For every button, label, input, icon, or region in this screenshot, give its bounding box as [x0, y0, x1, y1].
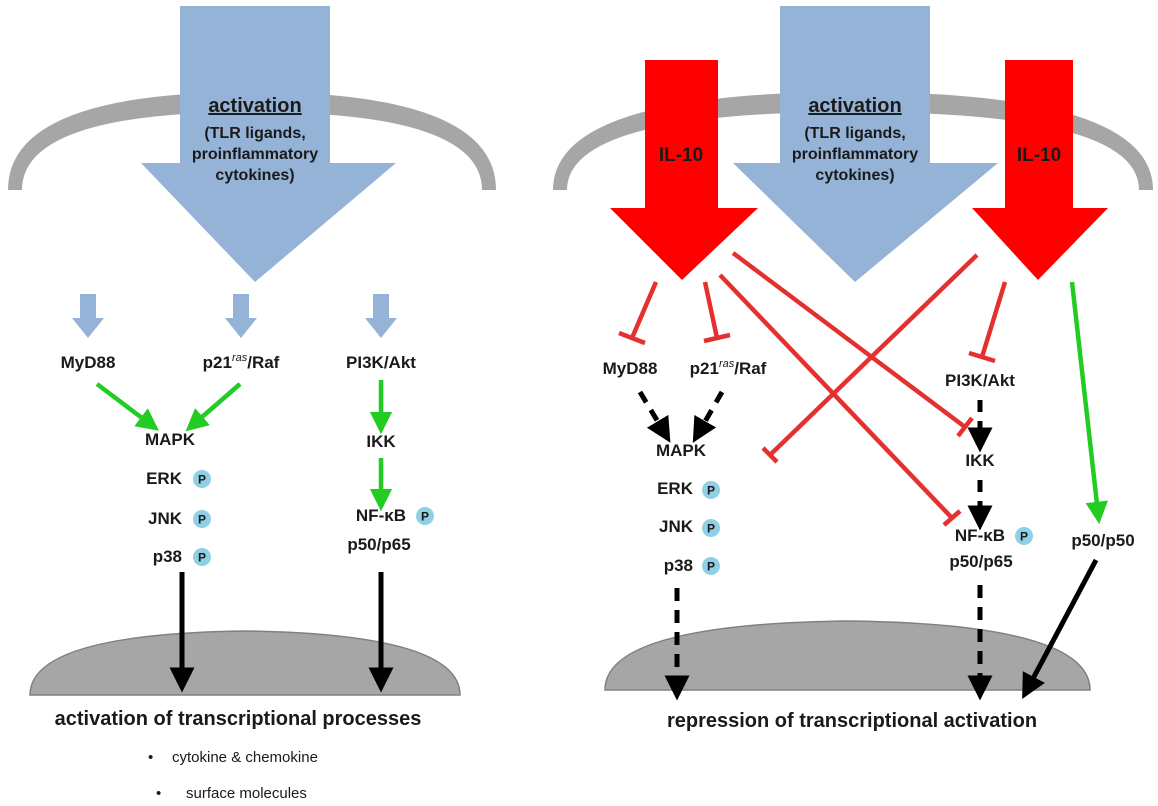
phospho-badge: P [702, 557, 720, 575]
pi3k-akt-label: PI3K/Akt [945, 371, 1015, 390]
inhibitory-edge [618, 281, 659, 346]
activating-edge [95, 382, 159, 431]
phospho-badge: P [193, 510, 211, 528]
bullet-icon: • [148, 749, 153, 766]
p38-label: p38 [664, 556, 693, 575]
cell-membrane [8, 92, 496, 190]
inhibitory-edge [702, 281, 731, 344]
p50-p65-label: p50/p65 [949, 552, 1012, 571]
nfkb-label: NF-κB [356, 506, 406, 525]
phospho-badge: P [416, 507, 434, 525]
activation-subtitle-line: (TLR ligands, [204, 125, 305, 142]
inhibitory-edge [718, 273, 962, 527]
mapk-label: MAPK [145, 430, 196, 449]
p21-raf-label: p21ras/Raf [203, 352, 280, 372]
svg-text:P: P [707, 484, 715, 498]
svg-text:P: P [707, 560, 715, 574]
svg-text:P: P [707, 522, 715, 536]
small-activation-arrow [365, 294, 397, 338]
dashed-activating-edge [637, 390, 671, 443]
erk-label: ERK [657, 479, 694, 498]
svg-text:P: P [1020, 530, 1028, 544]
mapk-label: MAPK [656, 441, 707, 460]
activation-arrow [141, 6, 396, 282]
pi3k-akt-label: PI3K/Akt [346, 353, 416, 372]
p50-p65-label: p50/p65 [347, 535, 410, 554]
activation-title: activation [208, 95, 301, 117]
il10-label: IL-10 [1017, 145, 1061, 166]
p38-label: p38 [153, 547, 182, 566]
jnk-label: JNK [659, 517, 694, 536]
small-activation-arrow [225, 294, 257, 338]
bullet-icon: • [156, 785, 161, 802]
jnk-label: JNK [148, 509, 183, 528]
il10-arrow [610, 60, 758, 280]
myd88-label: MyD88 [61, 353, 116, 372]
inhibitory-edge [968, 281, 1008, 364]
activating-edge [1069, 281, 1108, 525]
inhibitory-edge [731, 251, 974, 438]
inhibitory-edges [618, 251, 1008, 527]
phospho-badge: P [193, 470, 211, 488]
activation-title: activation [808, 95, 901, 117]
dashed-edges [637, 390, 993, 531]
myd88-label: MyD88 [603, 359, 658, 378]
outcome-label: repression of transcriptional activation [667, 710, 1037, 732]
left-panel: activation (TLR ligands, proinflammatory… [8, 6, 496, 802]
bullet-item: surface molecules [186, 785, 307, 802]
ikk-label: IKK [366, 432, 396, 451]
inhibitory-edge [761, 253, 979, 464]
nucleus [29, 630, 461, 696]
svg-text:P: P [198, 551, 206, 565]
dashed-nuclear-arrows [664, 585, 993, 701]
phospho-badge: P [702, 481, 720, 499]
phospho-badge: P [702, 519, 720, 537]
dashed-activating-edge [692, 390, 725, 443]
svg-text:P: P [421, 510, 429, 524]
ikk-label: IKK [965, 451, 995, 470]
phospho-badge: P [1015, 527, 1033, 545]
outcome-label: activation of transcriptional processes [55, 708, 422, 730]
activation-subtitle-line: (TLR ligands, [804, 125, 905, 142]
phospho-badge: P [193, 548, 211, 566]
activation-subtitle-line: cytokines) [815, 167, 894, 184]
svg-text:P: P [198, 473, 206, 487]
activation-subtitle-line: proinflammatory [192, 146, 318, 163]
activating-edge [185, 382, 242, 432]
nuclear-translocation-arrow [1022, 558, 1099, 700]
p21-raf-label: p21ras/Raf [690, 358, 767, 378]
activation-arrow [733, 6, 998, 282]
il10-arrow [972, 60, 1108, 280]
small-activation-arrow [72, 294, 104, 338]
right-panel: activation (TLR ligands, proinflammatory… [553, 6, 1153, 732]
erk-label: ERK [146, 469, 183, 488]
svg-text:P: P [198, 513, 206, 527]
bullet-item: cytokine & chemokine [172, 749, 318, 766]
p50-p50-label: p50/p50 [1071, 531, 1134, 550]
il10-label: IL-10 [659, 145, 703, 166]
nfkb-label: NF-κB [955, 526, 1005, 545]
nucleus [604, 620, 1091, 691]
activation-subtitle-line: proinflammatory [792, 146, 918, 163]
activation-subtitle-line: cytokines) [215, 167, 294, 184]
